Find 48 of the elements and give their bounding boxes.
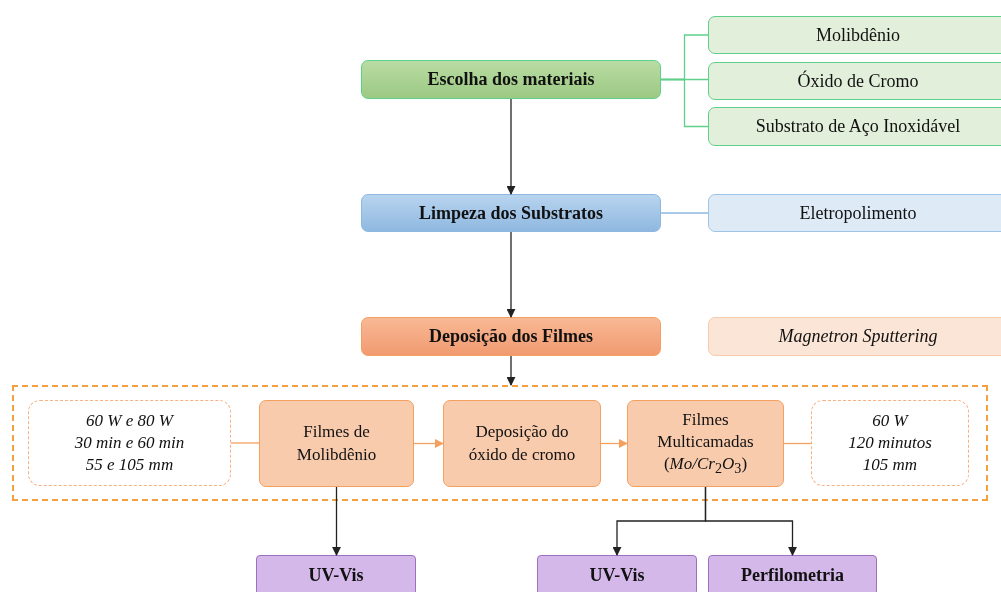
arrow [704,486,797,556]
box-label: Magnetron Sputtering [778,326,938,347]
process-box [361,194,661,232]
parameter-text: 120 minutos [848,431,932,454]
process-box [259,400,414,487]
process-box [361,60,661,99]
item-box [708,107,1001,146]
arrow [413,439,444,448]
parameter-text: 60 W [872,409,908,432]
box-label: Limpeza dos Substratos [419,202,603,224]
dashed-group-box [12,385,988,501]
box-label: Deposição dos Filmes [429,326,593,347]
parameter-text: 55 e 105 mm [85,454,174,477]
box-label: Filmes de Molibdênio [295,421,378,466]
connector-line [230,442,260,444]
parameter-text: 105 mm [862,454,918,477]
parameter-box [28,400,231,486]
box-label: Substrato de Aço Inoxidável [755,116,961,137]
process-box [627,400,784,487]
connector-line [660,78,709,128]
box-label: Filmes Multicamadas (Mo/Cr$_{2}$O$_{3}$) [656,409,755,478]
connector-line [660,212,709,214]
parameter-text: 60 W e 80 W [86,409,173,432]
analysis-box [537,555,697,592]
box-label: Perfilometria [741,564,844,586]
parameter-text: 30 min e 60 min [74,431,185,454]
process-box [443,400,601,487]
item-box [708,62,1001,100]
arrow [506,98,516,195]
box-label: UV-Vis [308,564,364,586]
box-label: UV-Vis [589,564,645,586]
method-box [708,317,1001,356]
box-label: Molibdênio [816,24,900,46]
method-box [708,194,1001,232]
process-box [361,317,661,356]
item-box [708,16,1001,54]
parameter-box [811,400,969,486]
analysis-box [256,555,416,592]
connector-line [783,442,812,445]
box-label: Escolha dos materiais [427,69,595,90]
box-label: Eletropolimento [799,202,917,224]
arrow [600,439,628,448]
arrow [506,355,516,386]
analysis-box [708,555,877,592]
arrow [506,231,516,318]
box-label: Deposição do óxido de cromo [467,421,577,466]
box-label: Óxido de Cromo [797,70,919,92]
arrow [332,486,341,556]
